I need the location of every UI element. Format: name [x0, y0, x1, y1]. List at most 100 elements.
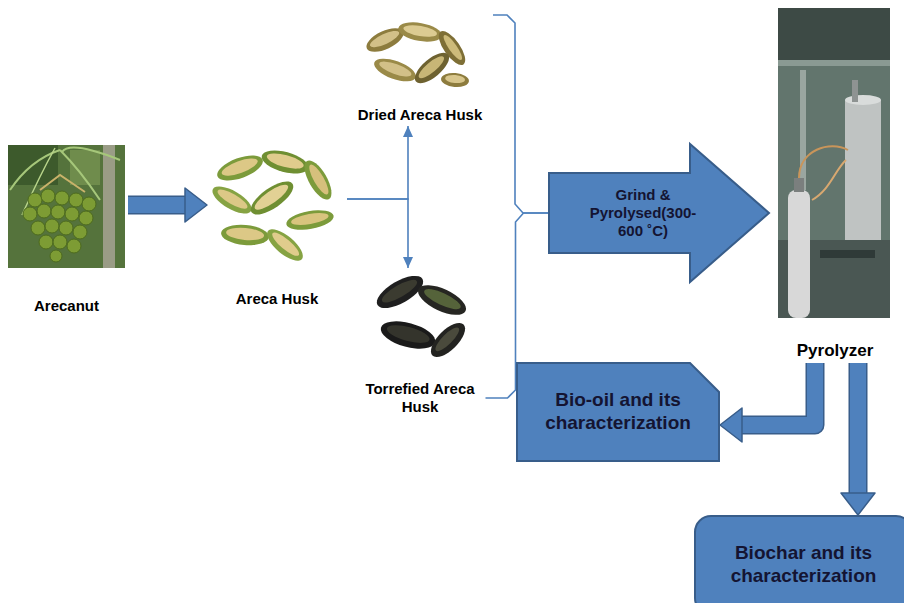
photo-caption: Arecanut [34, 297, 99, 315]
illustration-part [800, 70, 806, 190]
illustration-part [425, 317, 470, 362]
illustration-part [59, 221, 73, 235]
illustration-part [215, 186, 249, 212]
illustration-part [8, 145, 125, 268]
arecanut-photo [8, 145, 125, 268]
illustration-part [440, 72, 469, 88]
photo-panel: Arecanut [5, 145, 128, 317]
block-arrow-outline [849, 363, 868, 495]
illustration-part [23, 207, 37, 221]
photo-caption: Torrefied Areca Husk [358, 380, 483, 416]
illustration-part [37, 204, 51, 218]
photo-panel: Pyrolyzer [778, 8, 892, 363]
illustration-part [208, 181, 255, 219]
illustration-part [812, 160, 846, 200]
illustration-part [385, 322, 431, 347]
illustration-part [220, 223, 270, 247]
connector-line [493, 15, 548, 213]
illustration-part [414, 279, 470, 321]
text-holder: Grind & Pyrolysed(300- 600 ˚C) [568, 143, 718, 283]
illustration-part [290, 211, 329, 227]
illustration-part [269, 229, 301, 259]
illustration-part [403, 23, 438, 39]
illustration-part [62, 148, 120, 161]
snipped-box-outline [517, 363, 719, 461]
illustration-part [845, 100, 881, 240]
illustration-part [55, 191, 69, 205]
illustration-part [79, 211, 93, 225]
text-holder: Biochar and its characterization [694, 515, 904, 603]
block-arrow [720, 363, 815, 442]
illustration-part [397, 19, 443, 44]
connector-line [347, 199, 408, 268]
illustration-part [799, 146, 848, 178]
illustration-part [103, 145, 115, 268]
illustration-part [368, 28, 401, 51]
illustration-part [397, 19, 443, 44]
illustration-part [432, 324, 462, 354]
illustration-part [31, 221, 45, 235]
illustration-part [371, 54, 419, 86]
illustration-part [285, 207, 335, 233]
illustration-part [51, 205, 65, 219]
illustration-part [67, 239, 81, 253]
illustration-part [65, 207, 79, 221]
output-box: Biochar and its characterization [694, 515, 904, 603]
block-arrow-outline [128, 196, 187, 215]
photo-caption: Dried Areca Husk [358, 106, 483, 124]
block-arrow [841, 363, 875, 515]
output-box: Bio-oil and its characterization [516, 362, 720, 462]
illustration-part [422, 285, 463, 313]
illustration-part [378, 316, 438, 354]
box-label: Bio-oil and its characterization [528, 389, 708, 435]
photo-caption: Pyrolyzer [797, 341, 874, 361]
illustration-part [379, 276, 420, 306]
illustration-part [39, 235, 53, 249]
dried-husk-photo [363, 19, 470, 88]
connector-line [347, 126, 408, 199]
illustration-part [220, 223, 270, 247]
text-holder: Areca Husk [207, 290, 347, 308]
illustration-part [226, 226, 265, 241]
illustration-part [259, 146, 311, 178]
block-arrow-outline [740, 363, 815, 425]
connector-path [347, 126, 408, 199]
illustration-part [414, 279, 470, 321]
illustration-part [82, 197, 96, 211]
illustration-part [69, 193, 83, 207]
photo-panel: Dried Areca Husk [347, 14, 493, 126]
text-holder: Torrefied Areca Husk [355, 380, 486, 416]
illustration-part [246, 175, 298, 220]
illustration-part [208, 181, 255, 219]
arrow-head [720, 408, 742, 442]
illustration-part [262, 224, 307, 266]
text-holder: Pyrolyzer [778, 341, 892, 361]
block-arrow-outline [549, 144, 769, 282]
illustration-part [220, 155, 260, 179]
illustration-part [50, 250, 62, 262]
text-holder: Arecanut [5, 297, 128, 315]
illustration-part [299, 156, 337, 203]
rounded-box-outline [695, 516, 904, 603]
arrow-head [185, 188, 207, 222]
illustration-part [41, 189, 55, 203]
illustration-part [778, 60, 890, 66]
illustration-part [820, 250, 875, 258]
illustration-part [788, 190, 810, 318]
illustration-part [45, 219, 59, 233]
illustration-part [378, 59, 413, 80]
illustration-part [778, 8, 890, 318]
box-label: Biochar and its characterization [706, 542, 901, 588]
illustration-part [440, 72, 469, 88]
text-holder: Dried Areca Husk [347, 106, 493, 124]
illustration-part [73, 225, 87, 239]
illustration-part [306, 162, 332, 196]
block-arrow-body [740, 363, 815, 425]
illustration-part [445, 74, 466, 84]
pyrolyzer-photo [778, 8, 890, 318]
block-arrow [128, 188, 207, 222]
illustration-part [378, 316, 438, 354]
illustration-part [259, 146, 311, 178]
